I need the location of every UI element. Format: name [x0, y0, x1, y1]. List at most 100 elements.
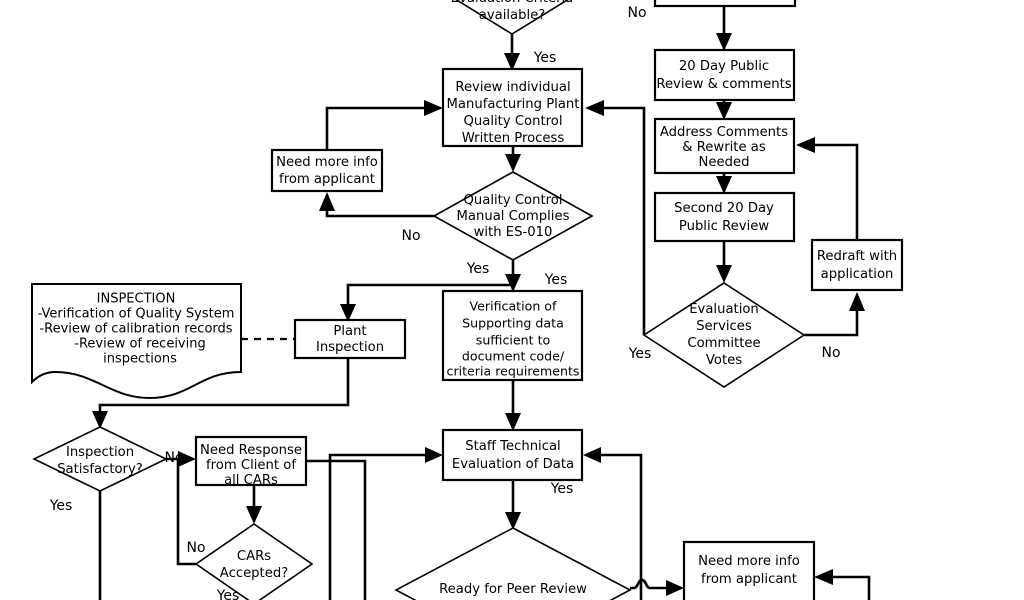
edge-cars-no-to-need-response — [176, 459, 196, 566]
edge-label-eval-criteria-yes: Yes — [533, 50, 557, 66]
node-inspection-note-document[interactable]: INSPECTION -Verification of Quality Syst… — [31, 283, 242, 400]
node-label-line: from applicant — [279, 172, 375, 187]
node-eval-criteria-available[interactable]: Evaluation Criteria available? — [434, 0, 590, 35]
node-label-line: CARs — [237, 549, 271, 564]
node-label-line: from applicant — [701, 572, 797, 587]
edge-label-top-right-no: No — [627, 5, 646, 21]
doc-label-line: -Review of calibration records — [39, 322, 232, 337]
node-label-line: Verification of — [470, 299, 557, 314]
node-label-line: Manual Complies — [457, 209, 570, 224]
edge-ready-peer-review-to-need-info-right — [630, 578, 684, 596]
edge-qc-manual-yes-to-verification — [505, 260, 521, 292]
doc-label-line: -Verification of Quality System — [38, 307, 235, 322]
node-redraft-with-application[interactable]: Redraft with application — [810, 238, 904, 292]
edge-need-info-to-review — [325, 100, 443, 150]
edge-verification-to-staff-eval — [505, 380, 521, 431]
node-ready-for-peer-review[interactable]: Ready for Peer Review — [394, 527, 632, 600]
edge-need-response-to-cars-accepted — [246, 485, 262, 524]
node-label-line: Need Response — [200, 443, 302, 458]
node-label-line: document code/ — [462, 349, 565, 364]
node-label-line: Public Review — [679, 219, 769, 234]
edge-review-to-qc-manual — [505, 146, 521, 172]
node-label-line: Evaluation of Data — [452, 457, 574, 472]
node-twenty-day-public-review[interactable]: 20 Day Public Review & comments — [653, 48, 796, 102]
edge-label-cars-no: No — [186, 540, 205, 556]
edge-label-qc-manual-no: No — [401, 228, 420, 244]
edge-qc-manual-no-to-need-info — [319, 192, 434, 218]
node-label-line: Accepted? — [220, 566, 288, 581]
doc-label-line: -Review of receiving — [74, 337, 205, 352]
node-need-response-from-client[interactable]: Need Response from Client of all CARs — [194, 435, 308, 488]
edge-inspection-no-to-need-response — [166, 451, 196, 467]
node-label-line: with ES-010 — [474, 225, 553, 240]
edge-esc-yes-to-review — [585, 100, 646, 335]
node-verification-of-supporting-data[interactable]: Verification of Supporting data sufficie… — [441, 289, 584, 382]
edge-public-review-to-address-comments — [716, 100, 732, 120]
edge-esc-no-to-redraft — [804, 292, 865, 337]
node-label-line: Inspection — [66, 445, 134, 460]
edge-plant-inspection-to-inspection-satisfactory — [92, 358, 350, 429]
node-label-line: Evaluation — [689, 302, 759, 317]
edge-right-return-to-staff-eval — [583, 447, 643, 600]
edge-left-loop-to-staff-eval — [328, 447, 443, 600]
node-quality-control-manual-complies[interactable]: Quality Control Manual Complies with ES-… — [432, 171, 594, 261]
node-label-line: sufficient to — [476, 333, 551, 348]
node-label-line: Inspection — [316, 340, 384, 355]
node-label-line: from Client of — [206, 458, 296, 473]
node-inspection-satisfactory[interactable]: Inspection Satisfactory? — [32, 426, 168, 492]
edge-label-qc-manual-yes-right: Yes — [544, 272, 568, 288]
node-label-line: Review & comments — [656, 77, 791, 92]
node-label-line: Evaluation Criteria — [451, 0, 574, 6]
node-need-more-info-from-applicant-left[interactable]: Need more info from applicant — [270, 148, 384, 193]
edge-second-review-to-esc-votes — [716, 241, 732, 283]
node-label-line: Needed — [699, 155, 750, 170]
node-label-line: Redraft with — [817, 249, 897, 264]
node-plant-inspection[interactable]: Plant Inspection — [293, 318, 407, 360]
node-label-line: Address Comments — [660, 125, 788, 140]
edge-label-inspection-yes: Yes — [49, 498, 73, 514]
edge-eval-criteria-to-review — [504, 34, 520, 71]
edge-label-cars-yes: Yes — [216, 588, 240, 600]
node-label-line: criteria requirements — [447, 364, 580, 379]
node-label-line: all CARs — [224, 473, 278, 488]
edge-staff-eval-to-ready-peer-review — [505, 480, 521, 530]
node-label-line: & Rewrite as — [682, 140, 766, 155]
edge-redraft-to-address-comments — [796, 137, 859, 240]
node-label-line: Need more info — [276, 155, 378, 170]
node-label-line: Plant — [333, 324, 366, 339]
node-label-line: Votes — [706, 353, 742, 368]
edge-address-comments-to-second-review — [716, 173, 732, 194]
doc-label-line: INSPECTION — [97, 292, 176, 307]
node-label-line: Second 20 Day — [674, 201, 774, 216]
node-evaluation-services-committee-votes[interactable]: Evaluation Services Committee Votes — [642, 282, 806, 388]
node-label-line: available? — [479, 8, 546, 23]
edge-label-inspection-no: No — [164, 450, 183, 466]
node-label-line: Satisfactory? — [57, 462, 143, 477]
node-label-line: Staff Technical — [465, 439, 560, 454]
node-cars-accepted[interactable]: CARs Accepted? — [194, 523, 314, 600]
node-label-line: Ready for Peer Review — [439, 582, 587, 597]
edge-right-loop-to-need-info-right — [814, 569, 871, 600]
node-review-individual-manufacturing-plant[interactable]: Review individual Manufacturing Plant Qu… — [441, 67, 584, 148]
node-label-line: Manufacturing Plant — [447, 97, 580, 112]
node-need-more-info-from-applicant-right[interactable]: Need more info from applicant — [682, 540, 816, 600]
node-label-line: Supporting data — [462, 316, 564, 331]
node-top-right-box[interactable] — [653, 0, 797, 8]
edge-label-qc-manual-yes-left: Yes — [466, 261, 490, 277]
node-label-line: application — [821, 267, 894, 282]
edge-label-esc-no: No — [821, 345, 840, 361]
node-label-line: Review individual — [455, 80, 570, 95]
edge-qc-manual-yes-to-plant-inspection — [340, 283, 513, 322]
node-label-line: Quality Control — [464, 193, 563, 208]
edge-need-response-right-loop — [306, 459, 367, 600]
edge-label-staff-eval-yes: Yes — [550, 481, 574, 497]
node-staff-technical-evaluation-of-data[interactable]: Staff Technical Evaluation of Data — [441, 428, 584, 482]
node-label-line: Services — [696, 319, 752, 334]
edge-label-esc-yes: Yes — [628, 346, 652, 362]
node-second-twenty-day-public-review[interactable]: Second 20 Day Public Review — [653, 191, 796, 243]
edge-topright-to-public-review — [716, 6, 732, 51]
node-label-line: 20 Day Public — [679, 59, 769, 74]
node-label-line: Committee — [687, 336, 760, 351]
node-address-comments-rewrite[interactable]: Address Comments & Rewrite as Needed — [653, 117, 796, 175]
